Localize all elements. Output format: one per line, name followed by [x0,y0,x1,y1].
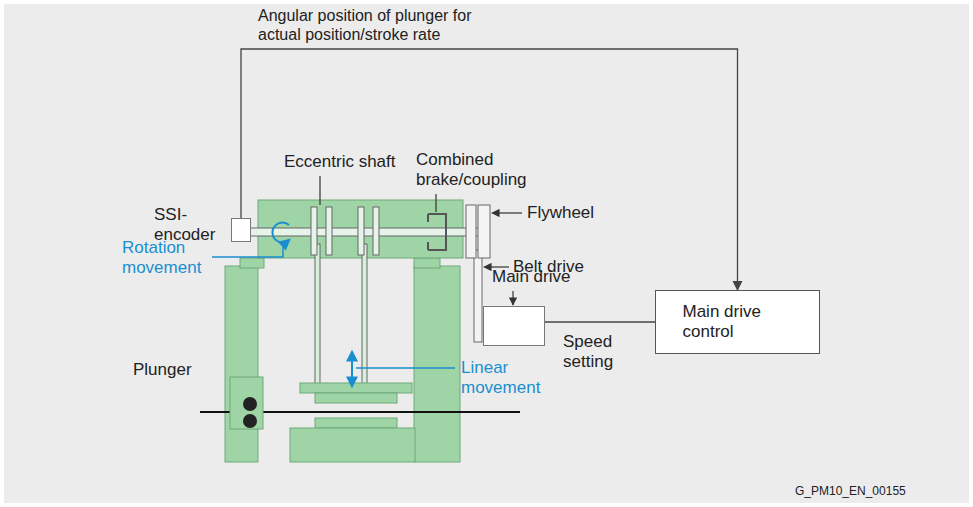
left-column [225,266,258,462]
part-label: Linear movement [461,358,551,398]
encoder-box: SSI-encoder [231,218,251,242]
leader-line [435,194,436,212]
control-box: Main drive control [655,290,820,354]
signal-connector [545,321,655,322]
part-label: Plunger [133,360,192,380]
part-label: Rotation movement [122,238,210,278]
flywheel [466,205,476,258]
eccentric-shaft [250,228,482,236]
flywheel [478,205,490,258]
rotation-arrow [272,223,289,243]
crank-web [373,207,379,255]
right-column [414,266,460,462]
linear-arrow [351,352,353,386]
upper-die [315,393,397,403]
lower-die [315,418,397,428]
motor-box: Main drive [483,306,545,346]
feed-roller [243,397,257,411]
signal-label: Speed setting [563,332,643,372]
connecting-rod [362,244,367,384]
leader-arrow [492,212,522,213]
column-cap [240,258,264,268]
leader-arrow [512,291,513,305]
panel-ground [4,4,969,503]
plunger-feeder [230,377,263,429]
node-text: Main drive control [683,302,793,342]
crank-web [326,207,332,255]
belt-drive [474,250,482,342]
press-bed [290,428,415,462]
crank-web [358,207,364,255]
ram-plate [300,383,412,393]
brake-coupling [428,214,446,250]
feed-roller [243,414,257,428]
part-label: Belt drive [513,257,584,277]
connecting-rod [315,244,320,384]
signal-connector [241,49,738,290]
rotation-leader [212,244,283,257]
part-label: Flywheel [527,203,594,223]
linear-leader [356,367,455,369]
leader-line [319,176,320,205]
column-cap [414,258,440,268]
part-label: Eccentric shaft [284,152,396,172]
part-label: Combined brake/coupling [416,150,541,190]
figure-id: G_PM10_EN_00155 [795,484,906,499]
crank-web [311,207,317,255]
signal-label: Angular position of plunger for actual p… [258,6,508,44]
